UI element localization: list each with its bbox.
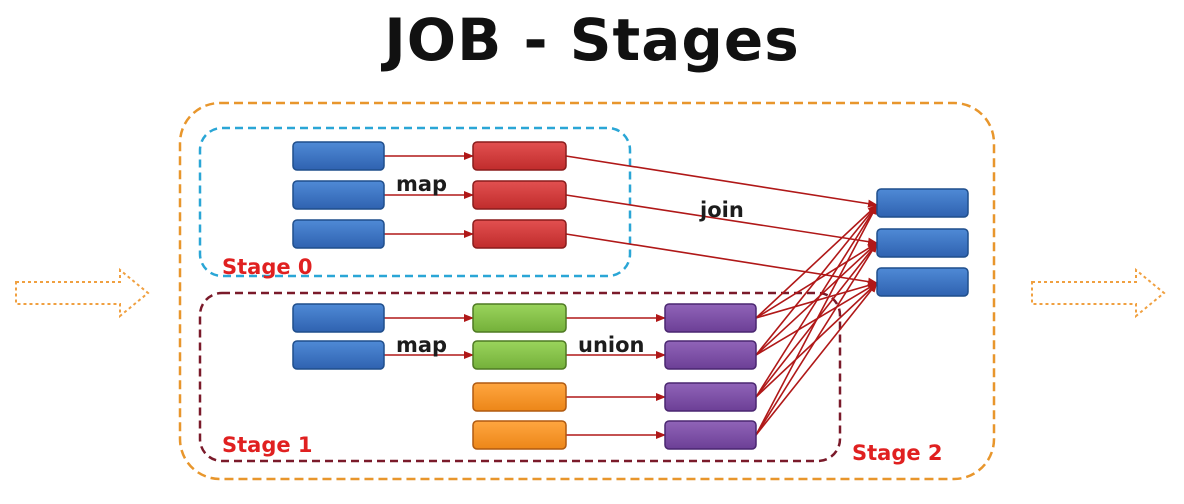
job-container [178, 101, 996, 481]
stage-0-label: Stage 0 [222, 255, 313, 279]
partition-box [292, 141, 385, 171]
partition-box [664, 340, 757, 370]
partition-box [664, 303, 757, 333]
stage-1-input-partitions [292, 303, 385, 370]
stage-1-mapped-partitions [472, 303, 567, 370]
input-arrow-icon [15, 267, 150, 319]
union-label: union [578, 333, 644, 357]
stage-2-partitions [876, 188, 969, 297]
output-arrow-icon [1031, 267, 1166, 319]
join-label: join [699, 198, 744, 222]
stage-2-label: Stage 2 [852, 441, 943, 465]
stage-1-container [198, 291, 842, 463]
stage-1-label: Stage 1 [222, 433, 313, 457]
partition-box [876, 228, 969, 258]
partition-box [664, 420, 757, 450]
partition-box [472, 180, 567, 210]
arrows [384, 152, 878, 439]
partition-box [472, 382, 567, 412]
map-label-stage-1: map [396, 333, 447, 357]
partition-box [876, 267, 969, 297]
partition-box [292, 180, 385, 210]
map-label-stage-0: map [396, 172, 447, 196]
partition-box [292, 340, 385, 370]
stage-0-container [198, 126, 632, 278]
stage-0-input-partitions [292, 141, 385, 249]
partition-box [472, 219, 567, 249]
partition-box [876, 188, 969, 218]
partition-box [472, 420, 567, 450]
partition-box [472, 303, 567, 333]
partition-box [292, 219, 385, 249]
partition-box [292, 303, 385, 333]
stage-0-mapped-partitions [472, 141, 567, 249]
stage-1-other-partitions [472, 382, 567, 450]
partition-box [472, 340, 567, 370]
partition-box [472, 141, 567, 171]
page-title: JOB - Stages [384, 6, 800, 74]
partition-box [664, 382, 757, 412]
stage-1-union-partitions [664, 303, 757, 450]
